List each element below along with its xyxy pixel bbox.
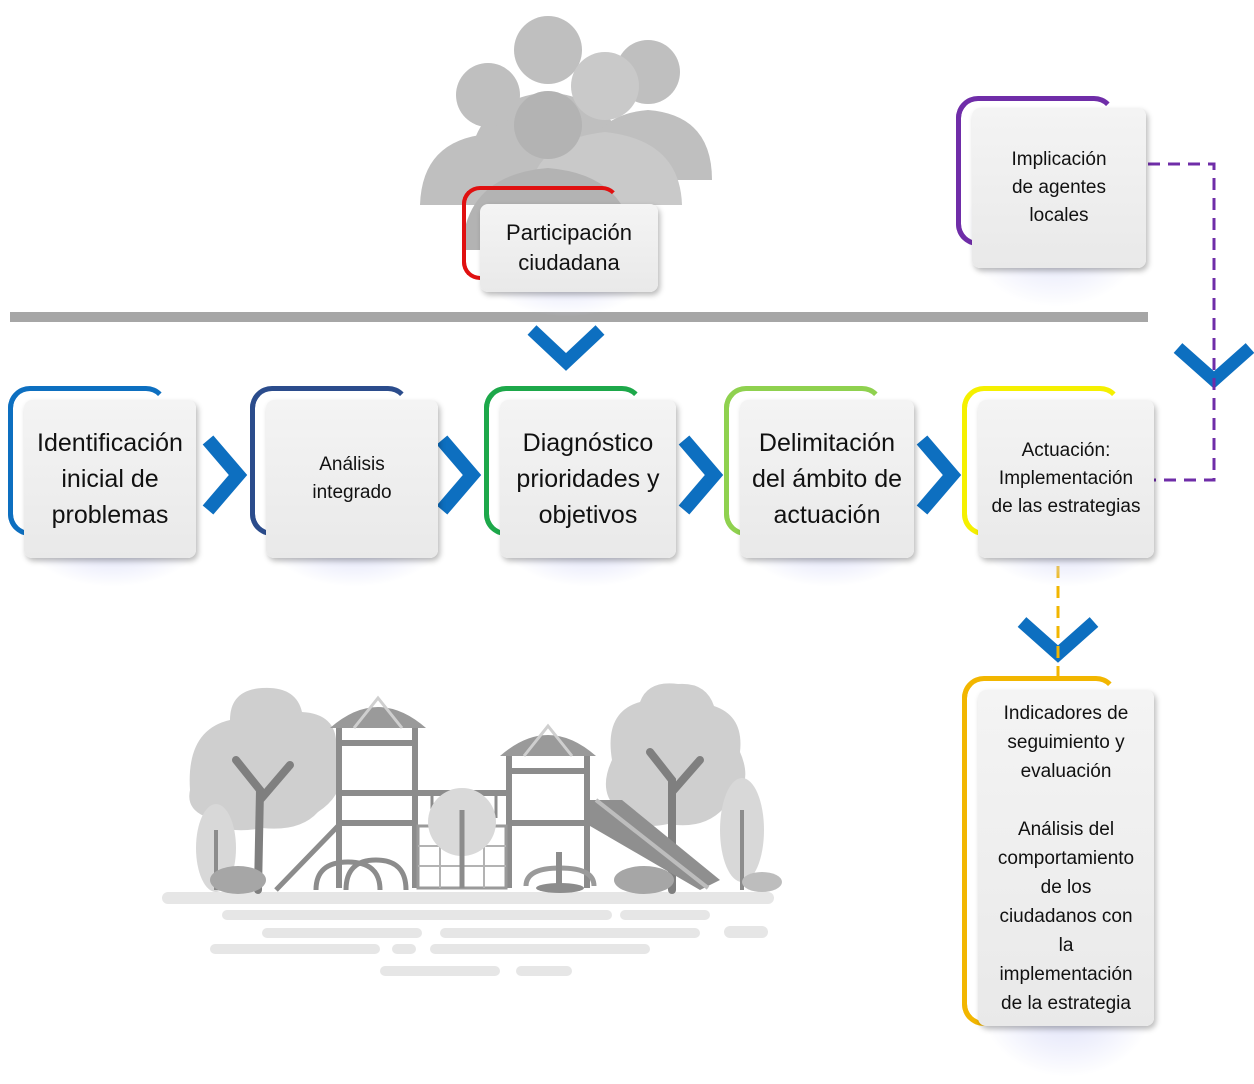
step-actuacion: Actuación: Implementación de las estrate… — [962, 386, 1156, 586]
chevron-right-icon — [436, 435, 482, 515]
indicators-label: Indicadores de seguimiento y evaluación … — [997, 702, 1135, 1014]
playground-illustration — [162, 683, 782, 976]
step-identificacion: Identificación inicial de problemas — [8, 386, 200, 586]
divider-line — [10, 312, 1148, 322]
agents-label: Implicación de agentes locales — [1011, 149, 1107, 226]
step-label: Análisis integrado — [312, 454, 392, 503]
step-label: Identificación inicial de problemas — [37, 429, 183, 529]
step-delimitacion: Delimitación del ámbito de actuación — [724, 386, 918, 586]
indicators-card: Indicadores de seguimiento y evaluación … — [962, 676, 1158, 1080]
agents-card: Implicación de agentes locales — [956, 96, 1148, 306]
agents-connector — [1148, 162, 1216, 482]
chevron-down-icon — [527, 325, 605, 371]
step-diagnostico: Diagnóstico prioridades y objetivos — [484, 386, 678, 586]
chevron-right-icon — [678, 435, 724, 515]
chevron-right-icon — [916, 435, 962, 515]
step-label: Actuación: Implementación de las estrate… — [991, 440, 1141, 517]
participation-label: Participación ciudadana — [506, 220, 632, 275]
step-analisis: Análisis integrado — [250, 386, 442, 586]
participation-card: Participación ciudadana — [462, 186, 662, 316]
step-label: Delimitación del ámbito de actuación — [751, 429, 903, 529]
chevron-right-icon — [202, 435, 248, 515]
step-label: Diagnóstico prioridades y objetivos — [516, 429, 660, 529]
